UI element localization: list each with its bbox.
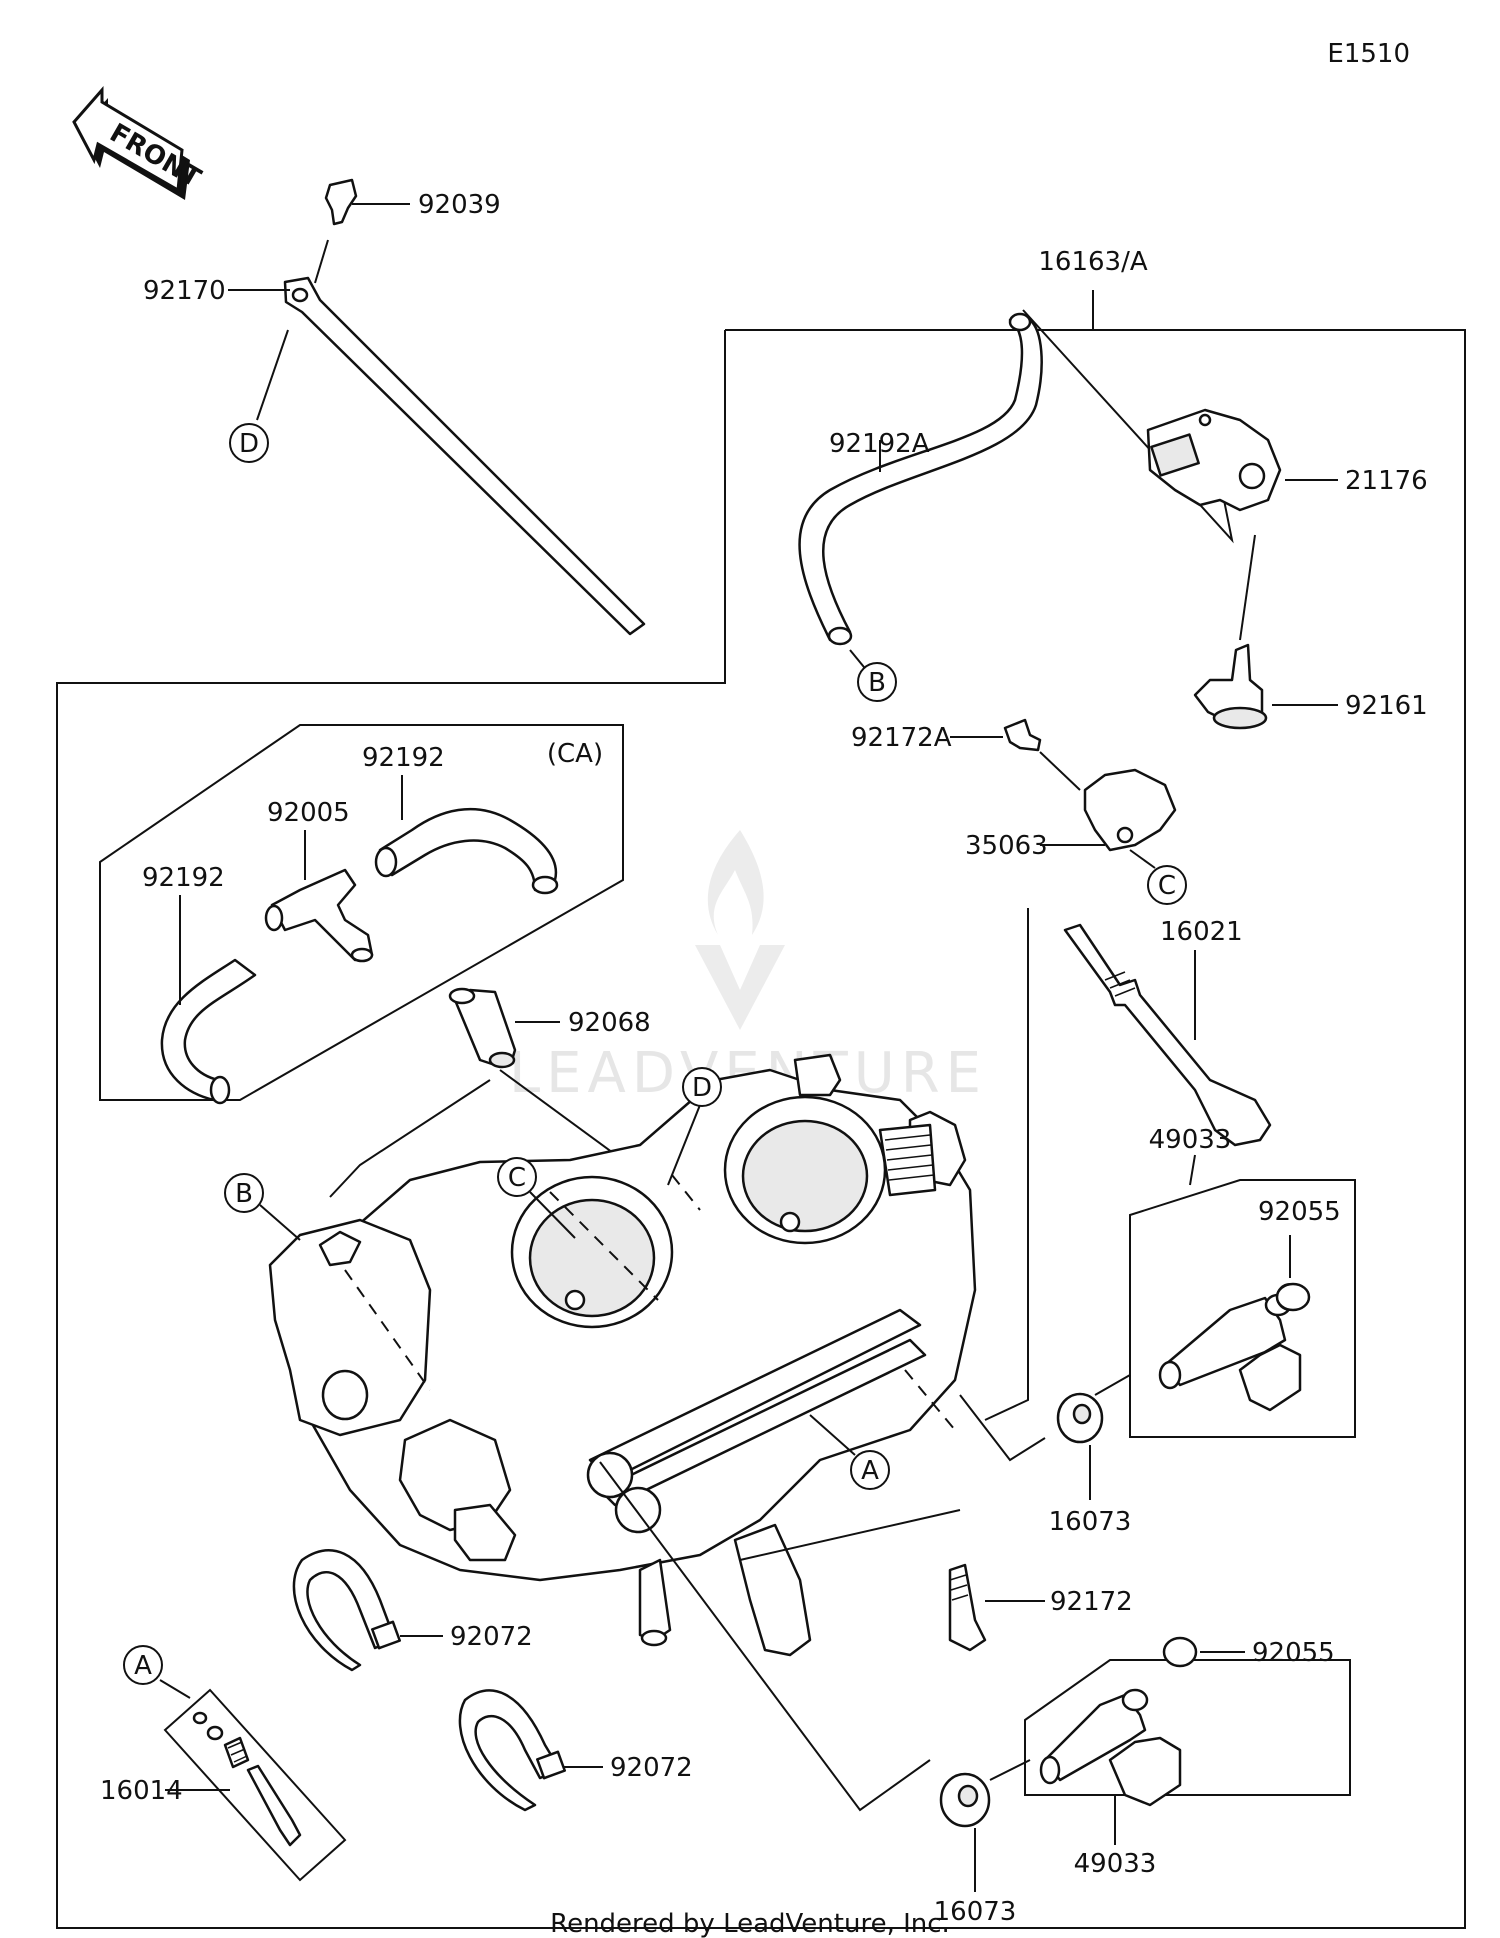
part-label-92072-a[interactable]: 92072	[450, 1622, 533, 1652]
sensor-16021-group: 16021	[984, 908, 1272, 1421]
part-label-92072-b[interactable]: 92072	[610, 1753, 693, 1783]
ca-note: (CA)	[547, 739, 603, 769]
ref-label-d-strap: D	[239, 429, 259, 459]
watermark: LEADVENTURE	[509, 830, 981, 1106]
part-label-92172a[interactable]: 92172A	[851, 723, 952, 753]
flame-watermark-icon	[707, 830, 764, 935]
bolt-92172a	[1003, 718, 1042, 752]
ref-circle-a-screw	[123, 1645, 163, 1685]
part-label-16014[interactable]: 16014	[100, 1776, 183, 1806]
ref-label-d-body: D	[692, 1073, 712, 1103]
cap-92068	[453, 988, 517, 1067]
part-label-16163a[interactable]: 16163/A	[1038, 247, 1147, 277]
diagram-code: E1510	[1327, 39, 1410, 69]
ref-circle-c-bracket	[1147, 865, 1187, 905]
bracket-35063	[1083, 768, 1177, 852]
tee-92005	[270, 868, 374, 962]
ref-circle-d-body	[682, 1067, 722, 1107]
clip-92039	[324, 178, 358, 226]
part-label-92055-bottom[interactable]: 92055	[1252, 1638, 1335, 1668]
ref-label-c-body: C	[508, 1163, 526, 1193]
kit-outline	[56, 290, 1466, 1929]
part-label-92192-left[interactable]: 92192	[142, 863, 225, 893]
oring-92055-bottom	[1162, 1636, 1198, 1668]
part-label-21176[interactable]: 21176	[1345, 466, 1428, 496]
part-label-92170[interactable]: 92170	[143, 276, 226, 306]
ca-subgroup-outline	[99, 724, 624, 1101]
screw-92172-group: 92172	[948, 1563, 1133, 1652]
injector-49033-top	[1163, 1296, 1287, 1387]
part-label-92068[interactable]: 92068	[568, 1008, 651, 1038]
injector-top-box	[1129, 1154, 1356, 1438]
screw-16014	[246, 1764, 302, 1847]
injector-bottom-box	[1024, 1659, 1351, 1796]
ref-circle-b-body	[224, 1173, 264, 1213]
injector-connector	[733, 1523, 812, 1657]
injector-49033-bottom	[1043, 1693, 1147, 1782]
part-label-35063[interactable]: 35063	[965, 831, 1048, 861]
sensor-21176-group: 21176	[1146, 408, 1428, 641]
hose-92192-top	[378, 807, 558, 892]
injector-bottom-group: 92055 49033 16073	[934, 1636, 1351, 1927]
oring-92055-top	[1275, 1282, 1311, 1312]
ref-circle-d-strap	[229, 423, 269, 463]
part-label-49033-top[interactable]: 49033	[1149, 1125, 1232, 1155]
sensor-16021	[1063, 923, 1272, 1147]
v-watermark-icon	[695, 945, 785, 1030]
hose-92192-left	[160, 958, 257, 1102]
ref-label-c-bracket: C	[1158, 871, 1176, 901]
hose-92192a-group: 92192A B	[798, 309, 1234, 702]
ref-circle-a-body	[850, 1450, 890, 1490]
strap-92170	[283, 276, 646, 636]
part-label-49033-bottom[interactable]: 49033	[1074, 1849, 1157, 1879]
part-label-92039[interactable]: 92039	[418, 190, 501, 220]
strap-assembly: 92039 92170 D	[143, 178, 646, 636]
injector-top-group: 49033 92055 16073	[1049, 1125, 1356, 1537]
footer-credit: Rendered by LeadVenture, Inc.	[550, 1909, 950, 1938]
part-label-92161[interactable]: 92161	[1345, 691, 1428, 721]
part-label-16021[interactable]: 16021	[1160, 917, 1243, 947]
ref-label-b-hose: B	[868, 668, 886, 698]
part-label-92005[interactable]: 92005	[267, 798, 350, 828]
throttle-actuator	[268, 1218, 432, 1437]
part-label-16073-top[interactable]: 16073	[1049, 1507, 1132, 1537]
ca-subgroup: (CA) 92192 92005 92192	[99, 724, 624, 1105]
grommet-92161-group: 92161	[1193, 643, 1428, 730]
screw-92172	[948, 1563, 987, 1652]
throttle-body: B C D A	[224, 1053, 1046, 1812]
part-label-92192a[interactable]: 92192A	[829, 429, 930, 459]
part-label-92192-top[interactable]: 92192	[362, 743, 445, 773]
part-label-92055-top[interactable]: 92055	[1258, 1197, 1341, 1227]
front-arrow-icon: FRONT	[72, 86, 206, 200]
part-label-16073-bottom[interactable]: 16073	[934, 1897, 1017, 1927]
ref-label-a-body: A	[861, 1456, 879, 1486]
screw-kit-outline	[163, 1688, 347, 1882]
ref-label-b-body: B	[235, 1179, 253, 1209]
band-92072-a	[292, 1549, 397, 1672]
ref-circle-b-hose	[857, 662, 897, 702]
part-label-92172[interactable]: 92172	[1050, 1587, 1133, 1617]
hose-92192a	[798, 318, 1043, 642]
bracket-assembly: 92172A 35063 C	[851, 718, 1187, 905]
ref-circle-c-body	[497, 1157, 537, 1197]
band-92072-b	[458, 1689, 562, 1812]
bands-group: 92072 92072	[292, 1549, 693, 1812]
cap-92068-group: 92068	[448, 987, 651, 1181]
screw-kit-16014-group: A 16014	[100, 1645, 347, 1882]
ref-label-a-screw: A	[134, 1651, 152, 1681]
